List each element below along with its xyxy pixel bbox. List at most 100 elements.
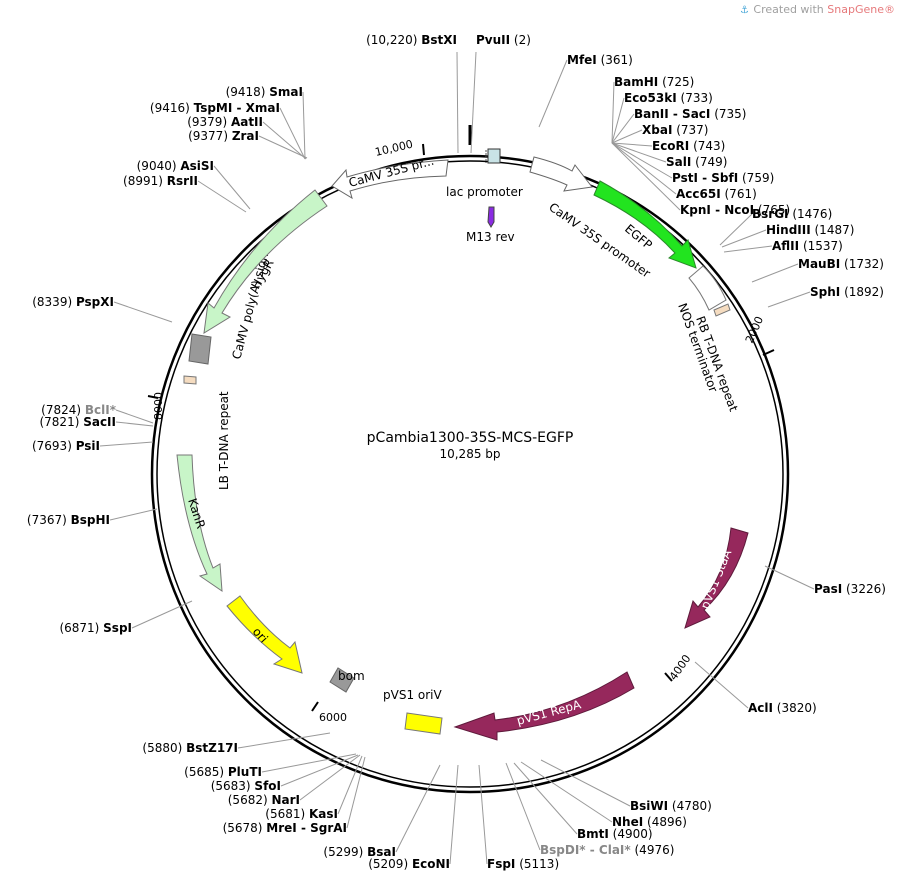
feature-camv35s-pr2[interactable] [331,159,449,200]
tick-label-8000: 8000 [152,392,165,420]
site-position: (9040) [137,159,181,173]
site-label-econi[interactable]: (5209) EcoNI [368,857,450,871]
site-label-eco53ki[interactable]: Eco53kI (733) [624,91,713,105]
site-label-nhei[interactable]: NheI (4896) [612,815,687,829]
feature-camv-polya[interactable] [188,333,212,365]
site-label-pspxi[interactable]: (8339) PspXI [32,295,114,309]
site-label-bmti[interactable]: BmtI (4900) [577,827,653,841]
site-label-pluti[interactable]: (5685) PluTI [184,765,262,779]
site-label-aflii[interactable]: AflII (1537) [772,239,843,253]
site-name: BsaI [367,845,396,859]
site-leader-line [109,508,158,521]
feature-kanr[interactable] [176,454,223,592]
site-label-aatii[interactable]: (9379) AatII [187,115,263,129]
site-label-asisi[interactable]: (9040) AsiSI [137,159,214,173]
site-name: BamHI [614,75,658,89]
site-leader-line [611,81,615,144]
site-label-bstxi[interactable]: (10,220) BstXI [366,33,457,47]
site-label-hindiii[interactable]: HindIII (1487) [766,223,854,237]
site-leader-line [513,762,578,835]
feature-lac-promoter[interactable] [485,148,501,164]
feature-egfp[interactable] [593,180,697,269]
site-name: BstZ17I [186,741,238,755]
site-label-sphi[interactable]: SphI (1892) [810,285,884,299]
feature-hygr[interactable] [203,189,328,334]
site-name: PluTI [228,765,262,779]
site-label-sspi[interactable]: (6871) SspI [59,621,132,635]
site-position: (9377) [188,129,232,143]
site-leader-line [99,441,154,447]
feature-pvs1-staa[interactable] [684,527,749,629]
site-label-psii[interactable]: (7693) PsiI [32,439,100,453]
site-label-pasi[interactable]: PasI (3226) [814,582,886,596]
feature-pvs1-oriv[interactable] [404,712,443,735]
plasmid-name: pCambia1300-35S-MCS-EGFP [367,430,574,446]
site-position: (761) [721,187,757,201]
feature-camv35s-promoter[interactable] [529,156,593,192]
site-label-bsiwi[interactable]: BsiWI (4780) [630,799,712,813]
site-leader-line [262,121,307,160]
site-position: (2) [510,33,531,47]
tick-label-6000: 6000 [319,711,347,724]
feature-bom[interactable] [329,667,355,693]
site-leader-line [302,91,306,160]
site-label-mrei-sgrai[interactable]: (5678) MreI - SgrAI [223,821,347,835]
site-position: (5299) [323,845,367,859]
site-leader-line [520,761,613,823]
site-label-bsai[interactable]: (5299) BsaI [323,845,396,859]
feature-pvs1-repa[interactable] [453,671,635,741]
site-label-acli[interactable]: AclI (3820) [748,701,817,715]
site-label-zrai[interactable]: (9377) ZraI [188,129,259,143]
site-label-bsrgi[interactable]: BsrGI (1476) [752,207,832,221]
site-name: SspI [103,621,132,635]
site-position: (733) [677,91,713,105]
site-label-pvuii[interactable]: PvuII (2) [476,33,531,47]
site-label-bspdi-clai[interactable]: BspDI* - ClaI* (4976) [540,843,674,857]
site-leader-line [197,180,247,213]
site-label-maubi[interactable]: MauBI (1732) [798,257,884,271]
watermark-suffix: ® [884,3,895,16]
site-position: (5681) [265,807,309,821]
feature-nos-terminator[interactable] [688,265,727,311]
site-label-bsphi[interactable]: (7367) BspHI [27,513,110,527]
site-leader-line [456,51,459,154]
site-label-nari[interactable]: (5682) NarI [228,793,300,807]
feature-ori[interactable] [226,595,303,674]
site-label-rsrii[interactable]: (8991) RsrII [123,174,198,188]
site-label-banii-saci[interactable]: BanII - SacI (735) [634,107,746,121]
site-position: (8339) [32,295,76,309]
site-label-sfoi[interactable]: (5683) SfoI [211,779,281,793]
tick-10000 [422,143,425,156]
site-leader-line [258,135,308,159]
site-label-acc65i[interactable]: Acc65I (761) [676,187,757,201]
site-label-smai[interactable]: (9418) SmaI [226,85,303,99]
site-leader-line [478,764,488,865]
site-label-fspi[interactable]: FspI (5113) [487,857,559,871]
site-label-sacii[interactable]: (7821) SacII [39,415,116,429]
tick-6000 [311,701,319,712]
site-position: (7693) [32,439,76,453]
site-label-mfei[interactable]: MfeI (361) [567,53,633,67]
site-label-xbai[interactable]: XbaI (737) [642,123,709,137]
site-name: PasI [814,582,842,596]
feature-lb-tdna[interactable] [183,375,197,385]
site-name: AatII [231,115,263,129]
site-leader-line [611,129,643,144]
site-name: Eco53kI [624,91,677,105]
feature-m13-rev[interactable] [487,206,495,228]
site-label-bcli[interactable]: (7824) BclI* [41,403,117,417]
site-label-bstz17i[interactable]: (5880) BstZ17I [142,741,238,755]
site-label-sali[interactable]: SalI (749) [666,155,727,169]
site-label-kpni-ncoi[interactable]: KpnI - NcoI (765) [680,203,790,217]
site-label-psti-sbfi[interactable]: PstI - SbfI (759) [672,171,774,185]
feature-rb-tdna[interactable] [713,303,731,317]
site-label-tspmi-xmai[interactable]: (9416) TspMI - XmaI [150,101,280,115]
site-leader-line [346,756,366,829]
site-label-ecori[interactable]: EcoRI (743) [652,139,725,153]
site-label-bamhi[interactable]: BamHI (725) [614,75,694,89]
label-lb-tdna: LB T-DNA repeat [217,391,231,490]
site-name: AsiSI [180,159,214,173]
site-label-kasi[interactable]: (5681) KasI [265,807,338,821]
watermark-brand: SnapGene [827,3,884,16]
